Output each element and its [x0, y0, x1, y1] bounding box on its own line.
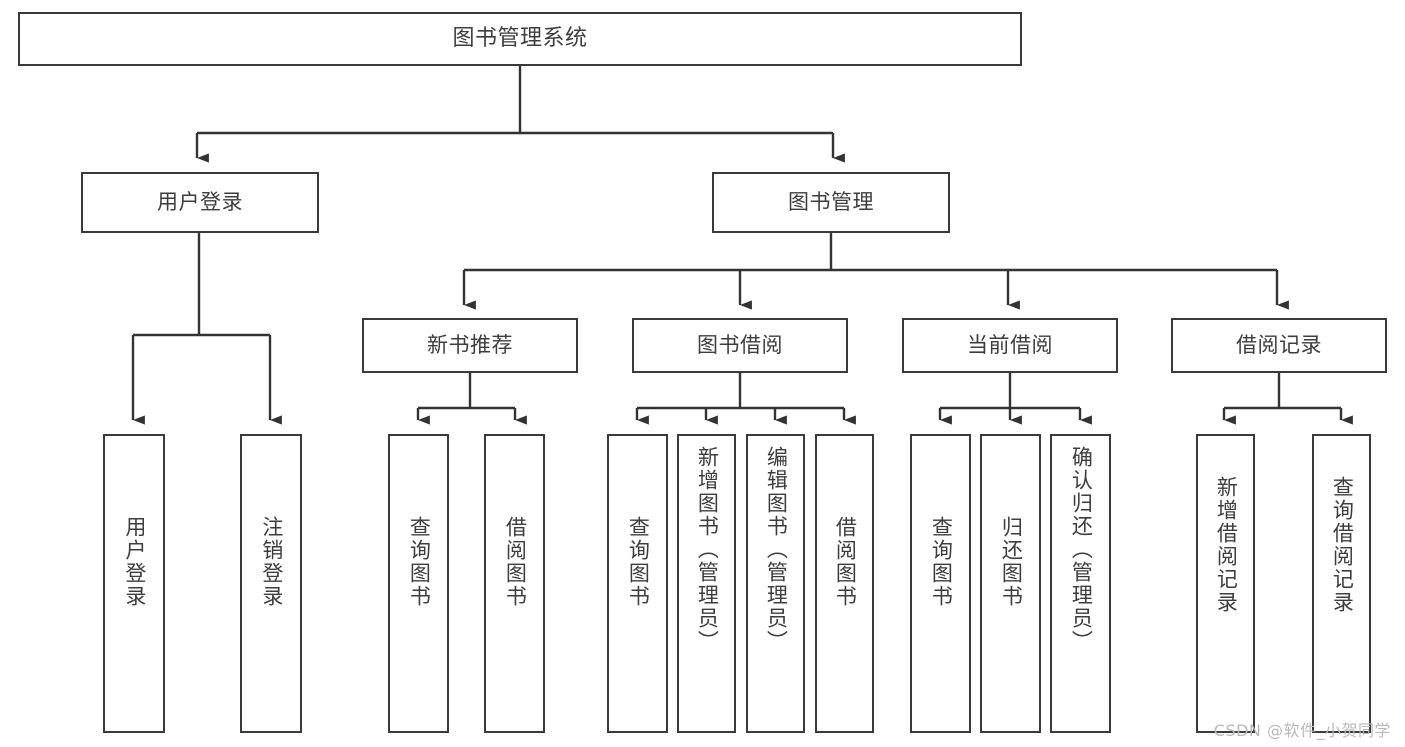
node-borrow-record[interactable]: 借阅记录 — [1171, 318, 1387, 373]
node-root-system[interactable]: 图书管理系统 — [18, 12, 1022, 66]
leaf-borrow-book-borrow[interactable]: 借阅图书 — [815, 434, 874, 733]
node-label: 确认归还（管理员） — [1069, 446, 1094, 653]
leaf-add-book-admin[interactable]: 新增图书（管理员） — [677, 434, 736, 733]
leaf-return-book[interactable]: 归还图书 — [980, 434, 1041, 733]
node-label: 图书管理系统 — [452, 26, 588, 52]
node-user-login[interactable]: 用户登录 — [81, 172, 319, 233]
node-label: 查询图书 — [626, 516, 651, 608]
node-label: 新书推荐 — [427, 333, 513, 358]
node-label: 借阅图书 — [503, 516, 528, 608]
leaf-borrow-book-recommend[interactable]: 借阅图书 — [484, 434, 545, 733]
node-current-borrow[interactable]: 当前借阅 — [902, 318, 1118, 373]
node-label: 用户登录 — [157, 190, 243, 215]
node-label: 注销登录 — [259, 516, 284, 608]
leaf-logout[interactable]: 注销登录 — [240, 434, 302, 733]
node-label: 借阅图书 — [833, 516, 858, 608]
watermark-text: CSDN @软件_小贺同学 — [1213, 721, 1391, 740]
leaf-confirm-return-admin[interactable]: 确认归还（管理员） — [1050, 434, 1111, 733]
node-label: 借阅记录 — [1236, 333, 1322, 358]
node-label: 图书管理 — [788, 190, 874, 215]
node-label: 当前借阅 — [967, 333, 1053, 358]
node-label: 查询图书 — [929, 516, 954, 608]
node-label: 查询图书 — [407, 516, 432, 608]
node-label: 新增借阅记录 — [1214, 476, 1239, 614]
node-label: 查询借阅记录 — [1330, 476, 1355, 614]
node-new-book-recommend[interactable]: 新书推荐 — [362, 318, 578, 373]
leaf-user-login[interactable]: 用户登录 — [103, 434, 165, 733]
leaf-query-book-current[interactable]: 查询图书 — [910, 434, 971, 733]
node-label: 新增图书（管理员） — [695, 446, 720, 653]
leaf-edit-book-admin[interactable]: 编辑图书（管理员） — [746, 434, 805, 733]
node-book-management[interactable]: 图书管理 — [712, 172, 950, 233]
leaf-query-book-borrow[interactable]: 查询图书 — [607, 434, 668, 733]
node-book-borrow[interactable]: 图书借阅 — [632, 318, 848, 373]
leaf-add-borrow-record[interactable]: 新增借阅记录 — [1196, 434, 1255, 733]
node-label: 图书借阅 — [697, 333, 783, 358]
node-label: 归还图书 — [999, 516, 1024, 608]
node-label: 用户登录 — [122, 516, 147, 608]
node-label: 编辑图书（管理员） — [764, 446, 789, 653]
leaf-query-book-recommend[interactable]: 查询图书 — [388, 434, 449, 733]
leaf-query-borrow-record[interactable]: 查询借阅记录 — [1312, 434, 1371, 733]
